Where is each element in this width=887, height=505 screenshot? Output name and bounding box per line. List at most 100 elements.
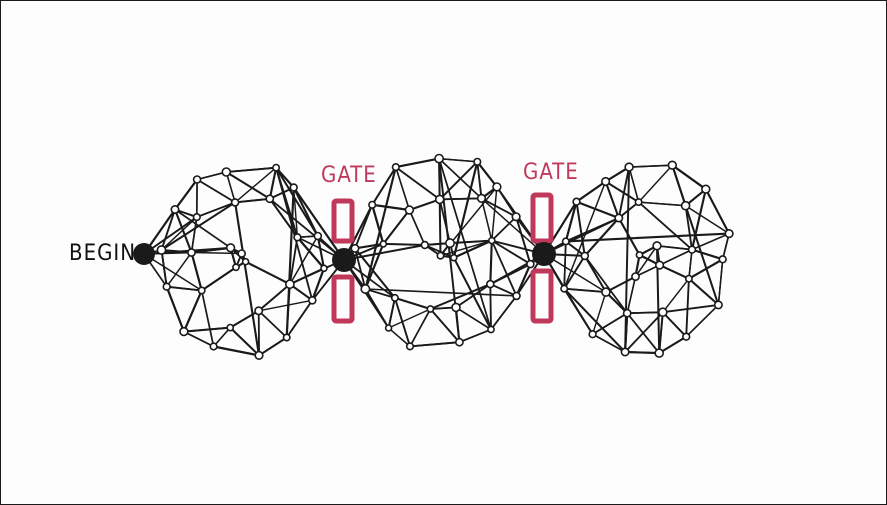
cluster-3-edge — [688, 248, 693, 280]
cluster-3-edge — [685, 277, 690, 338]
cluster-2-edge — [382, 242, 426, 246]
cluster-3-node — [657, 307, 668, 318]
cluster-2-edge — [480, 197, 517, 218]
cluster-3-node — [620, 347, 630, 357]
cluster-3-edge — [690, 188, 707, 251]
cluster-3-node — [713, 300, 723, 310]
cluster-1-node — [289, 183, 298, 192]
cluster-3-edge — [563, 287, 607, 293]
cluster-3-edge — [575, 180, 607, 203]
cluster-2-node — [360, 283, 371, 294]
cluster-3-edge — [661, 311, 688, 338]
begin-node — [133, 243, 155, 265]
cluster-1-node — [209, 342, 218, 351]
cluster-1-edge — [257, 299, 314, 312]
cluster-1-edge — [275, 166, 319, 237]
cluster-2-edge — [393, 296, 432, 311]
cluster-1-node — [265, 194, 275, 204]
cluster-1-node — [192, 175, 202, 184]
cluster-1-edge — [196, 171, 228, 181]
cluster-2-node — [451, 302, 461, 313]
cluster-3-edge — [604, 180, 640, 203]
cluster-3-edge — [671, 164, 687, 207]
cluster-2-node — [434, 194, 445, 205]
cluster-2-edge — [490, 239, 532, 266]
cluster-2-edge — [371, 166, 397, 206]
cluster-3-edge — [658, 335, 688, 355]
gate-1-hub-node — [332, 248, 356, 272]
cluster-1-edge — [182, 289, 203, 333]
cluster-2-edge — [408, 198, 441, 211]
cluster-2-edge — [491, 186, 498, 242]
cluster-2-edge — [438, 198, 442, 257]
cluster-1-edge — [212, 345, 260, 357]
cluster-3-edge — [661, 303, 720, 314]
cluster-1-edge — [160, 208, 176, 251]
cluster-1-edge — [200, 289, 215, 348]
cluster-3-edge — [690, 248, 724, 261]
cluster-2-edge — [490, 294, 518, 331]
cluster-3-node — [680, 200, 691, 211]
gate-1-lower-bar — [331, 274, 355, 324]
cluster-2-edge — [489, 283, 518, 297]
cluster-1-edge — [229, 309, 260, 329]
cluster-1-node — [282, 333, 291, 342]
cluster-3-node — [601, 287, 611, 297]
cluster-1-edge — [275, 166, 295, 189]
cluster-3-node — [724, 229, 734, 239]
cluster-1-node — [254, 306, 264, 316]
cluster-1-edge — [234, 201, 261, 357]
cluster-2-edge — [382, 208, 411, 245]
cluster-1-edge — [285, 186, 295, 339]
cluster-2-edge — [394, 157, 440, 168]
gate-2-upper-bar — [530, 192, 554, 244]
cluster-2-edge — [429, 308, 461, 343]
cluster-3-edge — [684, 204, 730, 235]
cluster-2-edge — [438, 160, 479, 201]
cluster-2-edge — [438, 157, 492, 331]
cluster-1-edge — [234, 166, 277, 204]
cluster-3-node — [634, 198, 643, 207]
gate-label-1: GATE — [321, 163, 377, 188]
cluster-2-node — [485, 279, 495, 289]
cluster-3-edge — [591, 312, 629, 336]
cluster-3-edge — [704, 188, 731, 235]
cluster-1-edge — [229, 326, 260, 357]
cluster-3-edge — [624, 351, 661, 355]
cluster-1-node — [221, 167, 232, 177]
cluster-2-edge — [480, 197, 545, 255]
cluster-3-edge — [684, 204, 693, 251]
cluster-3-node — [560, 284, 569, 293]
cluster-2-edge — [364, 288, 396, 299]
cluster-2-node — [436, 251, 445, 260]
cluster-3-edge — [624, 166, 631, 353]
cluster-3-edge — [662, 277, 690, 313]
cluster-1-node — [272, 163, 281, 172]
cluster-1-node — [254, 350, 264, 361]
cluster-1-edge — [173, 208, 193, 254]
cluster-3-node — [580, 251, 590, 261]
cluster-1-edge — [316, 235, 325, 270]
cluster-2-edge — [438, 157, 479, 163]
cluster-3-node — [631, 272, 640, 281]
cluster-1-edge — [275, 166, 299, 239]
cluster-2-node — [449, 253, 458, 262]
cluster-3-edge — [563, 240, 567, 290]
cluster-1-node — [241, 257, 250, 266]
cluster-2-edge — [364, 288, 518, 297]
cluster-1-edge — [174, 208, 232, 249]
cluster-1-edge — [257, 283, 291, 312]
cluster-3-node — [624, 162, 634, 172]
cluster-2-edge — [371, 203, 411, 211]
cluster-3-edge — [626, 311, 664, 314]
cluster-2-node — [390, 293, 399, 302]
cluster-2-edge — [476, 161, 498, 188]
network-edges — [142, 157, 731, 357]
cluster-1-node — [320, 264, 328, 273]
cluster-1-edge — [268, 197, 345, 261]
cluster-2-edge — [364, 166, 397, 291]
cluster-3-node — [600, 176, 611, 187]
cluster-1-edge — [288, 236, 299, 286]
cluster-3-node — [718, 255, 727, 264]
